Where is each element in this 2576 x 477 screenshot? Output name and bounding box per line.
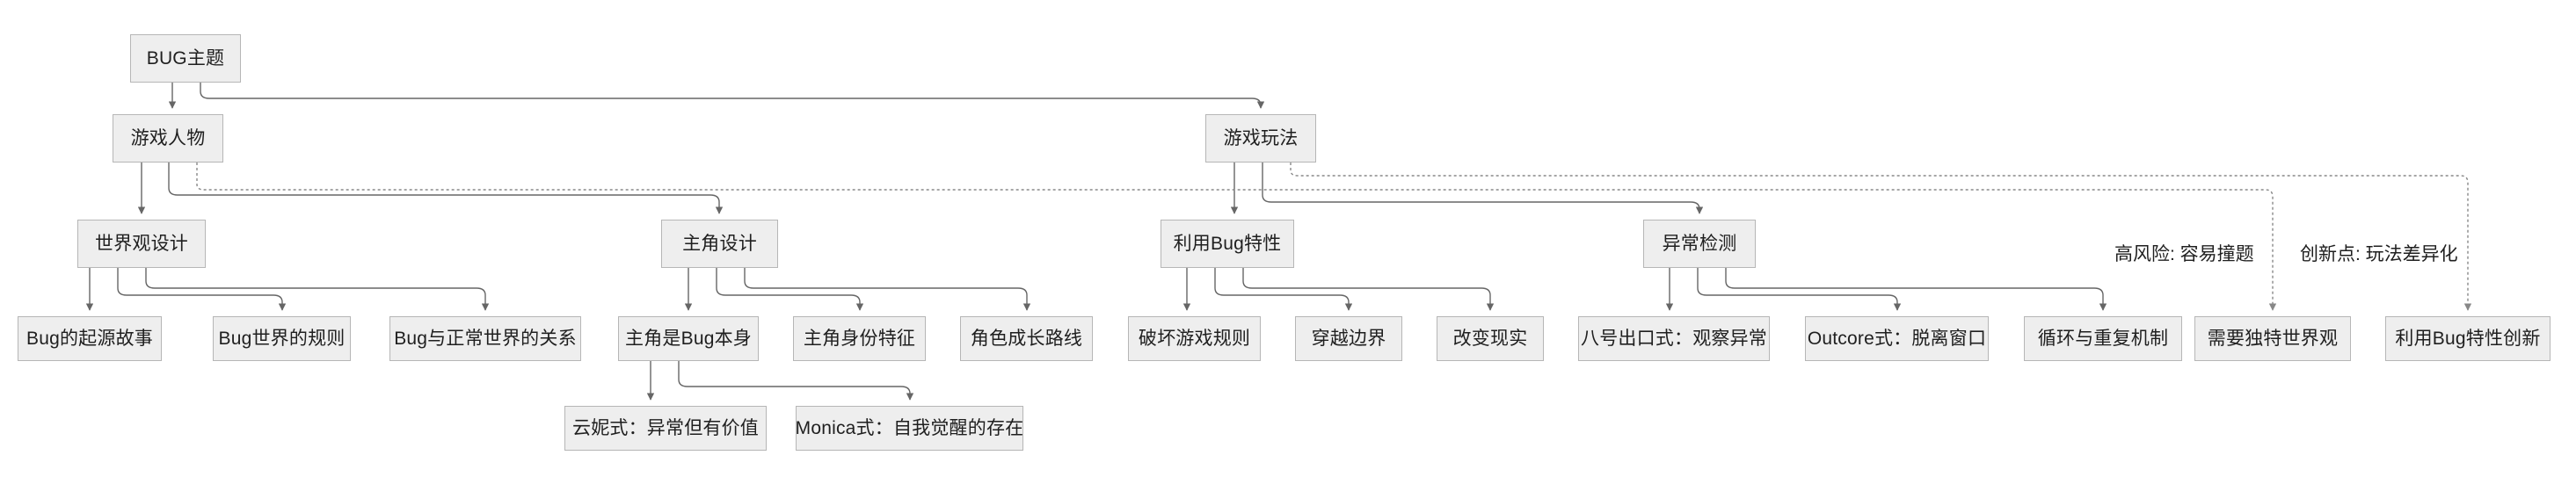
node-cross-boundary[interactable]: 穿越边界 [1295,316,1402,361]
edge-label-high-risk: 高风险: 容易撞题 [2111,240,2258,266]
node-label: 利用Bug特性 [1173,233,1282,254]
edge-worldview-rules [117,268,287,311]
node-label: 八号出口式：观察异常 [1581,328,1767,349]
edge-worldview-relation [145,268,490,311]
node-label: 异常检测 [1662,233,1737,254]
node-label: Bug与正常世界的关系 [394,328,577,349]
node-label: 需要独特世界观 [2207,328,2339,349]
node-monica-style[interactable]: Monica式：自我觉醒的存在 [796,406,1023,451]
edge-anomaly-outcore [1697,268,1902,311]
edge-usebug-crossline [1214,268,1353,311]
node-bug-origin-story[interactable]: Bug的起源故事 [18,316,162,361]
node-bug-world-rules[interactable]: Bug世界的规则 [213,316,351,361]
node-label: 循环与重复机制 [2037,328,2169,349]
node-exit-8-observe-anomaly[interactable]: 八号出口式：观察异常 [1578,316,1770,361]
edge-isbug-monica [678,361,914,401]
node-bug-normal-world-relation[interactable]: Bug与正常世界的关系 [389,316,581,361]
node-label: 游戏人物 [130,127,206,148]
edge-anomaly-loop [1725,268,2107,311]
node-label: BUG主题 [146,47,225,69]
edge-protagonist-identity [716,268,864,311]
dotted-edges [196,163,2472,311]
node-bug-theme[interactable]: BUG主题 [130,34,241,83]
node-protagonist-is-bug[interactable]: 主角是Bug本身 [618,316,759,361]
edge-characters-protagonist [168,163,724,214]
node-label: Bug世界的规则 [218,328,346,349]
node-protagonist-design[interactable]: 主角设计 [661,220,778,268]
edge-label-text: 创新点: 玩法差异化 [2300,244,2458,264]
node-game-characters[interactable]: 游戏人物 [113,114,223,163]
node-outcore-escape-window[interactable]: Outcore式：脱离窗口 [1805,316,1989,361]
node-change-reality[interactable]: 改变现实 [1437,316,1544,361]
node-need-unique-worldview[interactable]: 需要独特世界观 [2194,316,2351,361]
node-label: 主角设计 [682,233,757,254]
edge-root-gameplay [200,83,1265,109]
node-label: 主角身份特征 [803,328,916,349]
node-label: 游戏玩法 [1223,127,1299,148]
edge-gameplay-anomaly [1262,163,1704,214]
node-anomaly-detection[interactable]: 异常检测 [1643,220,1756,268]
node-label: Outcore式：脱离窗口 [1807,328,1987,349]
node-label: 改变现实 [1452,328,1528,349]
node-label: 世界观设计 [95,233,188,254]
edge-gameplay-innovate [1290,163,2472,311]
node-use-bug-traits[interactable]: 利用Bug特性 [1161,220,1294,268]
edge-label-innovation: 创新点: 玩法差异化 [2296,240,2462,266]
node-label: 破坏游戏规则 [1138,328,1251,349]
node-break-game-rules[interactable]: 破坏游戏规则 [1128,316,1261,361]
node-yunni-style[interactable]: 云妮式：异常但有价值 [564,406,767,451]
node-character-growth-path[interactable]: 角色成长路线 [960,316,1093,361]
node-label: 利用Bug特性创新 [2395,328,2541,349]
edge-label-text: 高风险: 容易撞题 [2114,244,2254,264]
node-label: 角色成长路线 [970,328,1083,349]
node-label: Monica式：自我觉醒的存在 [795,417,1024,438]
node-label: 云妮式：异常但有价值 [572,417,759,438]
edge-usebug-changereal [1242,268,1495,311]
node-protagonist-identity[interactable]: 主角身份特征 [793,316,926,361]
node-innovate-with-bug-traits[interactable]: 利用Bug特性创新 [2385,316,2551,361]
node-label: 主角是Bug本身 [625,328,752,349]
node-gameplay[interactable]: 游戏玩法 [1205,114,1316,163]
node-loop-repeat-mechanism[interactable]: 循环与重复机制 [2024,316,2182,361]
node-label: Bug的起源故事 [26,328,153,349]
node-worldview-design[interactable]: 世界观设计 [77,220,206,268]
edge-protagonist-growth [744,268,1031,311]
node-label: 穿越边界 [1311,328,1386,349]
